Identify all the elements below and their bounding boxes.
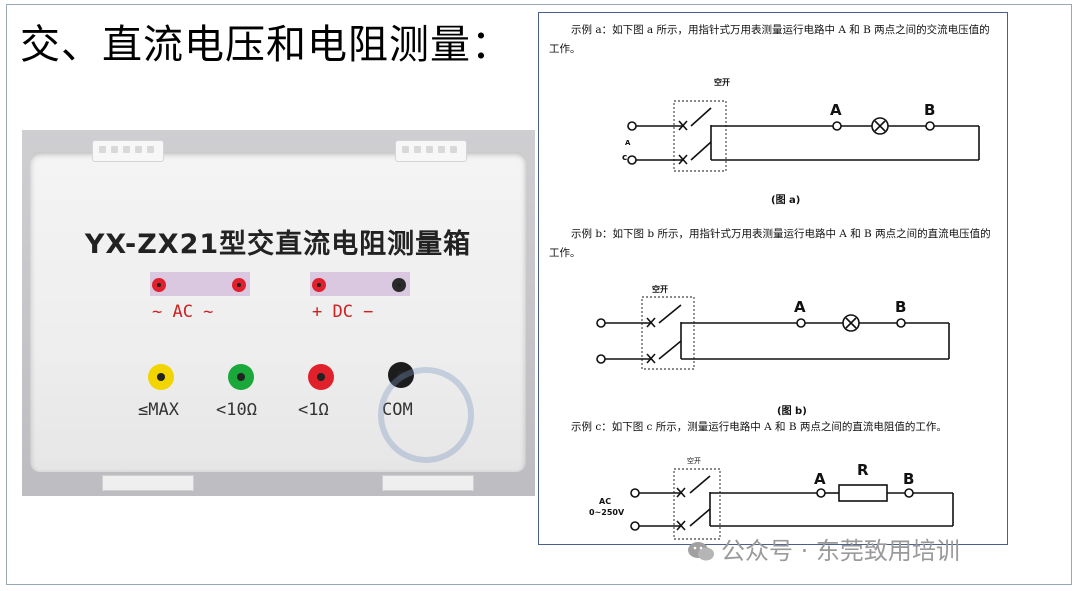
port-1ohm-jack [308, 364, 334, 390]
point-a-label-c: A [814, 470, 826, 488]
dc-label: + DC − [312, 302, 374, 322]
supply-range-label: 0~250V [589, 508, 625, 517]
slide-title: 交、直流电压和电阻测量： [20, 22, 512, 68]
point-b-label-a: B [924, 101, 936, 119]
circuit-diagrams [596, 100, 980, 540]
example-b-text: 示例 b：如下图 b 所示，用指针式万用表测量运行电路中 A 和 B 两点之间的… [549, 228, 991, 259]
wechat-watermark: 公众号 · 东莞致用培训 [687, 531, 960, 566]
example-c-text: 示例 c：如下图 c 所示，测量运行电路中 A 和 B 两点之间的直流电阻值的工… [571, 421, 947, 433]
small-c-label: c [622, 153, 628, 163]
figure-a-caption: (图 a) [771, 195, 801, 206]
device-foot-right [382, 475, 474, 491]
ac-jack-right [232, 278, 246, 292]
device-box: YX-ZX21型交直流电阻测量箱 ~ AC ~ + DC − ≤MAX <10Ω… [30, 140, 526, 472]
switch-label-b: 空开 [652, 285, 668, 294]
slide-frame [6, 4, 1072, 585]
port-1ohm-label: <1Ω [298, 400, 329, 420]
port-10ohm-label: <10Ω [216, 400, 257, 420]
device-photo: YX-ZX21型交直流电阻测量箱 ~ AC ~ + DC − ≤MAX <10Ω… [22, 130, 535, 496]
point-a-label-a: A [830, 101, 842, 119]
watermark-text: 公众号 · 东莞致用培训 [721, 537, 960, 565]
top-connector-left [92, 140, 164, 162]
top-connector-right [395, 140, 467, 162]
point-b-label-b: B [895, 298, 907, 316]
switch-label-c: 空开 [687, 457, 701, 465]
port-10ohm-jack [228, 364, 254, 390]
example-a-text: 示例 a：如下图 a 所示，用指针式万用表测量运行电路中 A 和 B 两点之间的… [549, 24, 990, 55]
ac-jack-left [152, 278, 166, 292]
figure-b-caption: (图 b) [777, 406, 807, 417]
wechat-icon [688, 542, 714, 561]
circuit-c [630, 468, 954, 540]
brand-logo-watermark [378, 367, 474, 463]
point-b-label-c: B [903, 470, 915, 488]
device-name: YX-ZX21型交直流电阻测量箱 [84, 229, 472, 260]
port-max-label: ≤MAX [138, 400, 179, 420]
document-panel: 示例 a：如下图 a 所示，用指针式万用表测量运行电路中 A 和 B 两点之间的… [538, 12, 1008, 545]
circuit-b [596, 296, 950, 370]
device-foot-left [102, 475, 194, 491]
switch-label-a: 空开 [714, 78, 730, 87]
resistor-r-label: R [857, 461, 869, 479]
supply-ac-label: AC [599, 497, 612, 506]
port-max-jack [148, 364, 174, 390]
circuit-a [627, 100, 980, 172]
small-a-label: A [625, 139, 631, 147]
dc-jack-negative [392, 278, 406, 292]
ac-label: ~ AC ~ [152, 302, 214, 322]
point-a-label-b: A [794, 298, 806, 316]
dc-jack-positive [312, 278, 326, 292]
